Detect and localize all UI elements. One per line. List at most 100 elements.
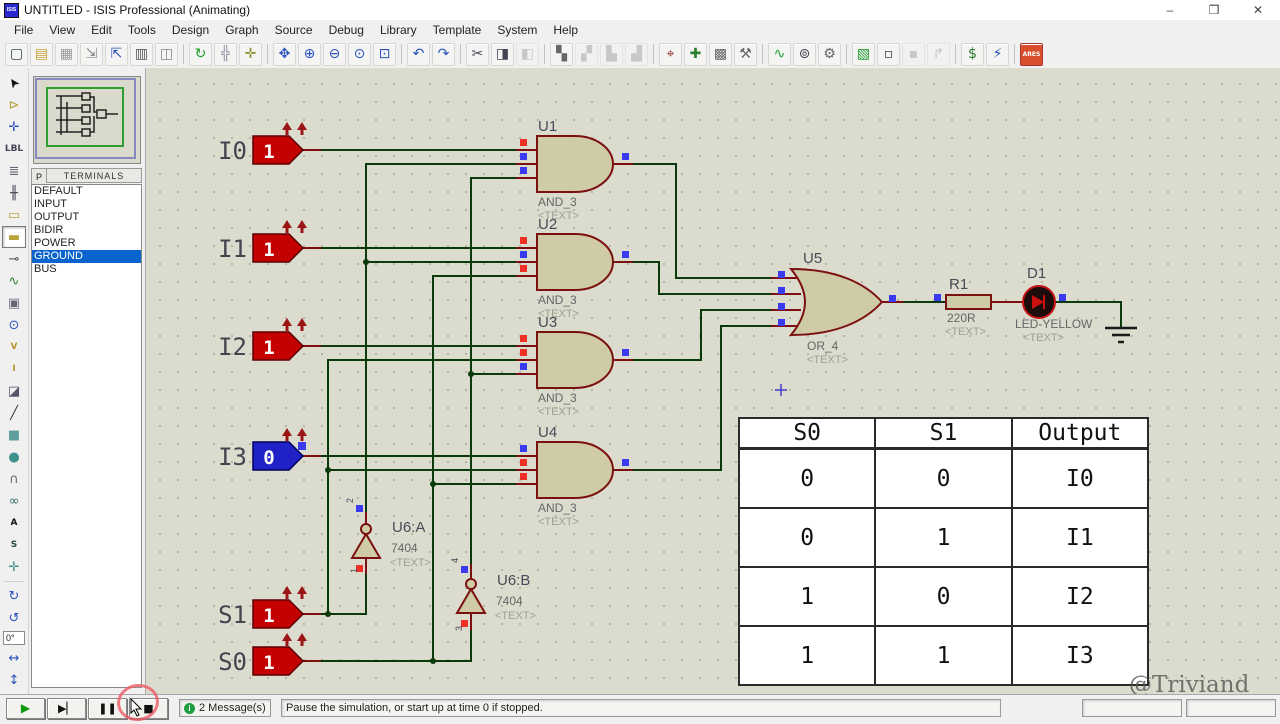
minimize-button[interactable]: – — [1166, 3, 1174, 17]
terminal-type-bus[interactable]: BUS — [34, 263, 57, 275]
zoom-all-icon[interactable]: ⊙ — [348, 42, 371, 66]
cut-icon[interactable]: ✂ — [466, 42, 489, 66]
stop-button[interactable]: ■ — [129, 697, 168, 719]
pick-parts-icon[interactable]: ⌖ — [659, 42, 682, 66]
close-button[interactable]: ✕ — [1252, 3, 1264, 17]
save-file-icon[interactable]: ▦ — [55, 42, 78, 66]
2d-box-mode[interactable]: ■ — [7, 427, 21, 443]
packaging-tool-icon[interactable]: ▩ — [709, 42, 732, 66]
2d-circle-mode[interactable]: ● — [8, 449, 20, 465]
menu-view[interactable]: View — [49, 23, 76, 37]
pick-button[interactable]: P — [31, 168, 46, 185]
junction-dot-mode[interactable]: ✛ — [8, 119, 20, 135]
menu-graph[interactable]: Graph — [225, 23, 259, 37]
bill-of-materials-icon[interactable]: $ — [961, 42, 984, 66]
2d-marker-mode[interactable]: ✛ — [8, 559, 20, 575]
mirror-vertical[interactable]: ↕ — [8, 672, 20, 688]
new-sheet-icon[interactable]: ▫ — [877, 42, 900, 66]
rotation-angle-field[interactable]: 0° — [3, 631, 25, 645]
gate-U2[interactable]: U2 AND_3 <TEXT> — [516, 216, 633, 320]
zoom-out-icon[interactable]: ⊖ — [323, 42, 346, 66]
make-device-icon[interactable]: ✚ — [684, 42, 707, 66]
terminal-type-bidir[interactable]: BIDIR — [34, 224, 64, 236]
block-move-icon[interactable]: ▞ — [575, 42, 598, 66]
2d-path-mode[interactable]: ∞ — [8, 493, 20, 509]
inverter-U6B[interactable]: 4 3 U6:B 7404 <TEXT> — [450, 558, 536, 631]
property-assignment-icon[interactable]: ⚙ — [818, 42, 841, 66]
open-folder-icon[interactable]: ▤ — [30, 42, 53, 66]
menu-help[interactable]: Help — [553, 23, 579, 37]
terminal-flag[interactable] — [252, 646, 305, 676]
pause-button[interactable]: ❚❚ — [88, 697, 127, 719]
terminals-mode[interactable]: ▬ — [2, 226, 26, 248]
toggle-icon[interactable] — [282, 122, 307, 135]
terminal-type-power[interactable]: POWER — [34, 237, 76, 249]
menu-edit[interactable]: Edit — [91, 23, 112, 37]
terminal-I2[interactable]: I2 1 — [218, 318, 321, 361]
undo-icon[interactable]: ↶ — [407, 42, 430, 66]
terminal-S0[interactable]: S0 1 — [218, 633, 321, 676]
new-file-icon[interactable]: ▢ — [5, 42, 28, 66]
zoom-area-icon[interactable]: ⊡ — [373, 42, 396, 66]
terminal-flag[interactable] — [252, 135, 305, 165]
graph-mode[interactable]: ∿ — [8, 273, 20, 289]
2d-text-mode[interactable]: A — [10, 518, 18, 528]
design-explorer-icon[interactable]: ▧ — [852, 42, 875, 66]
toggle-icon[interactable] — [282, 633, 307, 646]
paste-icon[interactable]: ◧ — [516, 42, 539, 66]
toggle-icon[interactable] — [282, 220, 307, 233]
terminal-type-output[interactable]: OUTPUT — [34, 211, 80, 223]
copy-icon[interactable]: ◨ — [491, 42, 514, 66]
decompose-icon[interactable]: ⚒ — [734, 42, 757, 66]
redo-icon[interactable]: ↷ — [432, 42, 455, 66]
step-button[interactable]: ▶▏ — [47, 697, 86, 719]
center-at-cursor-icon[interactable]: ✥ — [273, 42, 296, 66]
rotate-anticlockwise[interactable]: ↺ — [8, 610, 20, 626]
play-button[interactable]: ▶ — [6, 697, 45, 719]
print-icon[interactable]: ▥ — [130, 42, 153, 66]
terminal-type-input[interactable]: INPUT — [34, 198, 67, 210]
terminal-flag[interactable] — [252, 441, 305, 471]
2d-arc-mode[interactable]: ∩ — [9, 471, 19, 487]
terminal-type-ground[interactable]: GROUND — [32, 250, 141, 263]
text-script-mode[interactable]: ≣ — [8, 163, 20, 179]
subcircuit-mode[interactable]: ▭ — [7, 207, 21, 223]
exit-to-parent-icon[interactable]: ↱ — [927, 42, 950, 66]
block-delete-icon[interactable]: ▟ — [625, 42, 648, 66]
terminal-flag[interactable] — [252, 331, 305, 361]
mirror-horizontal[interactable]: ↔ — [8, 650, 20, 666]
schematic-canvas[interactable]: I0 1 I1 1 I2 1 I3 0 S — [145, 68, 1280, 698]
terminal-I1[interactable]: I1 1 — [218, 220, 321, 263]
refresh-display-icon[interactable]: ↻ — [189, 42, 212, 66]
terminal-I0[interactable]: I0 1 — [218, 122, 321, 165]
component-mode[interactable]: ⊳ — [8, 97, 20, 113]
voltage-probe-mode[interactable]: V — [10, 342, 18, 352]
import-section-icon[interactable]: ⇲ — [80, 42, 103, 66]
search-and-tag-icon[interactable]: ⊚ — [793, 42, 816, 66]
2d-line-mode[interactable]: ╱ — [10, 405, 18, 421]
terminal-I3[interactable]: I3 0 — [218, 428, 321, 471]
tape-recorder-mode[interactable]: ▣ — [7, 295, 21, 311]
restore-button[interactable]: ❐ — [1208, 3, 1220, 17]
wires[interactable] — [321, 149, 1122, 664]
menu-file[interactable]: File — [14, 23, 34, 37]
menu-library[interactable]: Library — [379, 23, 417, 37]
false-origin-icon[interactable]: ✛ — [239, 42, 262, 66]
menu-tools[interactable]: Tools — [127, 23, 156, 37]
export-section-icon[interactable]: ⇱ — [105, 42, 128, 66]
led-D1[interactable]: D1 LED-YELLOW <TEXT> — [1015, 265, 1093, 344]
electrical-rule-check-icon[interactable]: ⚡ — [986, 42, 1009, 66]
overview-pane[interactable] — [33, 76, 141, 164]
virtual-instruments-mode[interactable]: ◪ — [7, 383, 21, 399]
wire-autorouter-icon[interactable]: ∿ — [768, 42, 791, 66]
terminal-flag[interactable] — [252, 233, 305, 263]
2d-symbol-mode[interactable]: S — [10, 540, 18, 550]
block-rotate-icon[interactable]: ▙ — [600, 42, 623, 66]
menu-system[interactable]: System — [497, 23, 538, 37]
terminal-S1[interactable]: S1 1 — [218, 586, 321, 629]
device-pins-mode[interactable]: ⊸ — [8, 251, 20, 267]
toggle-icon[interactable] — [282, 428, 307, 441]
terminal-flag[interactable] — [252, 599, 305, 629]
netlist-to-ares-icon[interactable]: ARES — [1020, 42, 1043, 66]
remove-sheet-icon[interactable]: ▪ — [902, 42, 925, 66]
